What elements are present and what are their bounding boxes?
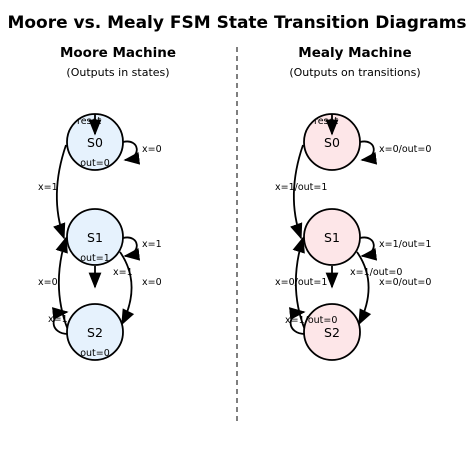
- moore-subheading: (Outputs in states): [66, 66, 169, 79]
- mealy-state-s0-name: S0: [324, 135, 340, 150]
- moore-label-s0-s1: x=1: [38, 182, 58, 193]
- moore-state-s2-name: S2: [87, 325, 103, 340]
- moore-label-s0-self: x=0: [142, 144, 162, 155]
- moore-label-s2-s1: x=0: [38, 277, 58, 288]
- mealy-state-s1-circle: [303, 208, 361, 266]
- mealy-state-s1: S1: [303, 208, 361, 266]
- moore-state-s1-output: out=1: [80, 253, 110, 264]
- moore-state-s2-circle: [66, 303, 124, 361]
- moore-label-s1-s2-right: x=0: [142, 277, 162, 288]
- mealy-label-s2-s1: x=0/out=1: [275, 277, 327, 288]
- moore-label-s1-s2-down: x=1: [113, 267, 133, 278]
- mealy-edge-s0-s1: [290, 144, 304, 240]
- mealy-edge-s0-self: [359, 140, 378, 165]
- mealy-state-s2-circle: [303, 303, 361, 361]
- moore-edge-s2-self: [52, 307, 69, 335]
- page-title: Moore vs. Mealy FSM State Transition Dia…: [7, 13, 466, 33]
- moore-label-s2-self: x=1: [48, 314, 68, 325]
- moore-label-s1-self: x=1: [142, 239, 162, 250]
- mealy-edge-s2-self: [289, 307, 306, 335]
- mealy-label-s2-self: x=1/out=0: [285, 315, 337, 326]
- moore-state-s1: S1 out=1: [66, 208, 124, 266]
- moore-state-s0-output: out=0: [80, 158, 110, 169]
- moore-state-s2: S2 out=0: [66, 303, 124, 361]
- mealy-edge-s2-s1: [292, 236, 306, 331]
- moore-edge-s1-s2-right: [119, 251, 135, 326]
- moore-state-s1-name: S1: [87, 230, 103, 245]
- mealy-heading: Mealy Machine: [298, 45, 411, 61]
- moore-reset-label: reset: [77, 116, 101, 127]
- mealy-label-s0-s1: x=1/out=1: [275, 182, 327, 193]
- moore-state-s2-output: out=0: [80, 348, 110, 359]
- mealy-reset-label: reset: [314, 116, 338, 127]
- moore-heading: Moore Machine: [60, 45, 176, 61]
- mealy-label-s1-s2-right: x=0/out=0: [379, 277, 431, 288]
- moore-edge-s0-self: [122, 140, 141, 165]
- mealy-state-s1-name: S1: [324, 230, 340, 245]
- moore-state-s1-circle: [66, 208, 124, 266]
- mealy-edge-s1-self: [359, 236, 378, 261]
- mealy-state-s2-name: S2: [324, 325, 340, 340]
- mealy-label-s1-self: x=1/out=1: [379, 239, 431, 250]
- moore-edge-s0-s1: [53, 144, 67, 240]
- moore-state-s0-name: S0: [87, 135, 103, 150]
- mealy-diagram: Mealy Machine (Outputs on transitions) S…: [275, 45, 431, 361]
- moore-edge-s2-s1: [55, 236, 69, 331]
- mealy-label-s0-self: x=0/out=0: [379, 144, 431, 155]
- mealy-label-s1-s2-down: x=1/out=0: [350, 267, 402, 278]
- moore-edge-s1-self: [122, 236, 141, 261]
- mealy-state-s2: S2: [303, 303, 361, 361]
- mealy-edge-s1-s2-right: [356, 251, 372, 326]
- mealy-subheading: (Outputs on transitions): [289, 66, 420, 79]
- moore-diagram: Moore Machine (Outputs in states) S0 out…: [38, 45, 176, 361]
